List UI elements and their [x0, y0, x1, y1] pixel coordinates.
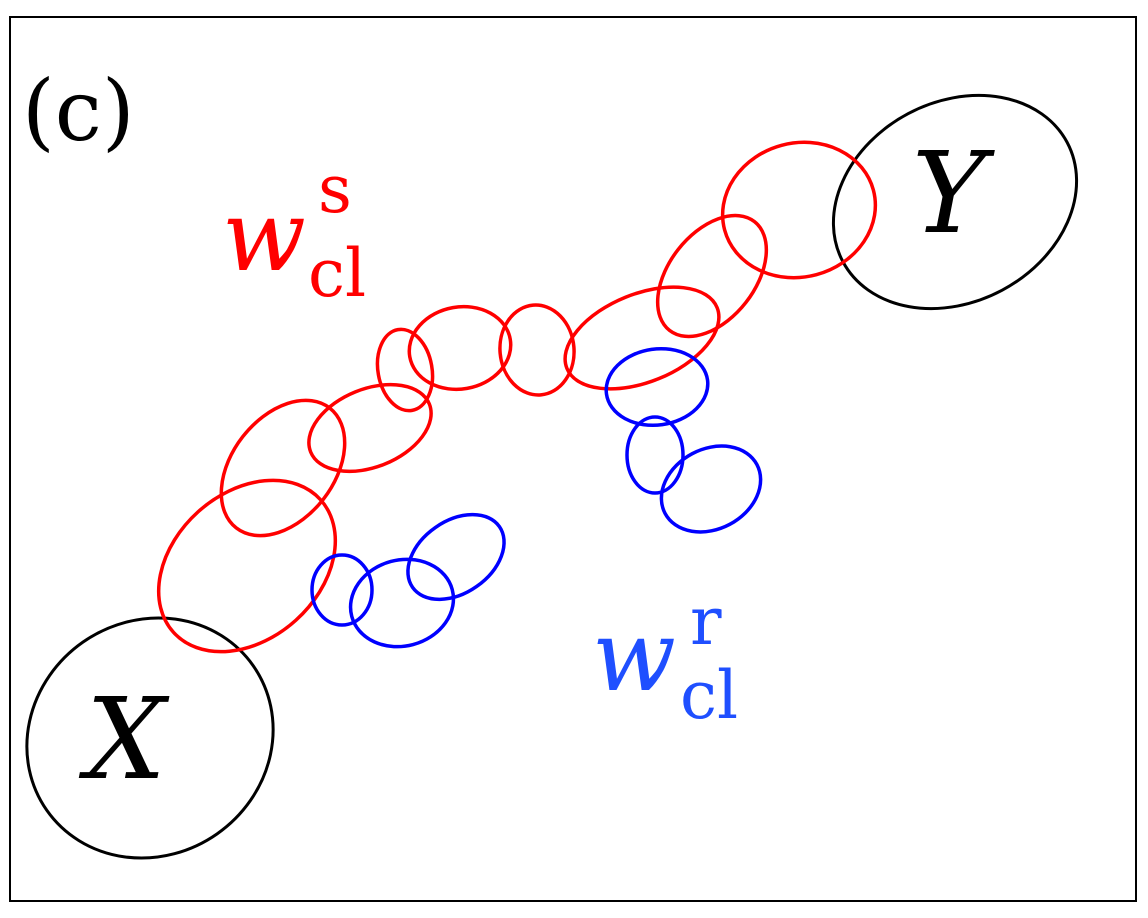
shortest-walk-link-8 [655, 213, 769, 339]
shortest-walk-link-2 [219, 398, 347, 538]
random-walk-label-sup: r [690, 583, 722, 660]
shortest-walk-label-sup: s [318, 151, 352, 228]
shortest-walk-chain [156, 140, 878, 654]
random-walk-chain-right [604, 346, 763, 534]
shortest-walk-link-9 [720, 140, 878, 280]
endpoint-x-circle [25, 616, 275, 860]
random-walk-label-main: w [592, 600, 676, 714]
shortest-walk-label: w s cl [222, 151, 366, 312]
random-walk-link-5 [625, 415, 685, 495]
shortest-walk-link-3 [307, 382, 433, 474]
random-walk-label: w r cl [592, 583, 738, 734]
shortest-walk-link-1 [156, 478, 338, 654]
shortest-walk-link-5 [407, 304, 513, 392]
panel-frame [9, 16, 1137, 902]
shortest-walk-label-sub: cl [308, 235, 366, 312]
endpoint-x-label: X [78, 675, 170, 805]
endpoint-y-label: Y [912, 129, 995, 259]
shortest-walk-link-6 [498, 303, 576, 397]
random-walk-chain-left [310, 512, 506, 649]
random-walk-link-2 [348, 557, 456, 649]
endpoint-x: X [25, 616, 275, 860]
endpoint-y: Y [831, 93, 1079, 311]
random-walk-link-1 [310, 553, 374, 627]
shortest-walk-label-main: w [222, 180, 306, 294]
random-walk-link-4 [604, 346, 710, 428]
random-walk-link-6 [659, 444, 763, 534]
shortest-walk-link-4 [375, 327, 435, 413]
random-walk-label-sub: cl [680, 657, 738, 734]
random-walk-link-3 [406, 512, 506, 602]
shortest-walk-link-7 [563, 285, 721, 391]
panel-label: (c) [22, 62, 135, 160]
